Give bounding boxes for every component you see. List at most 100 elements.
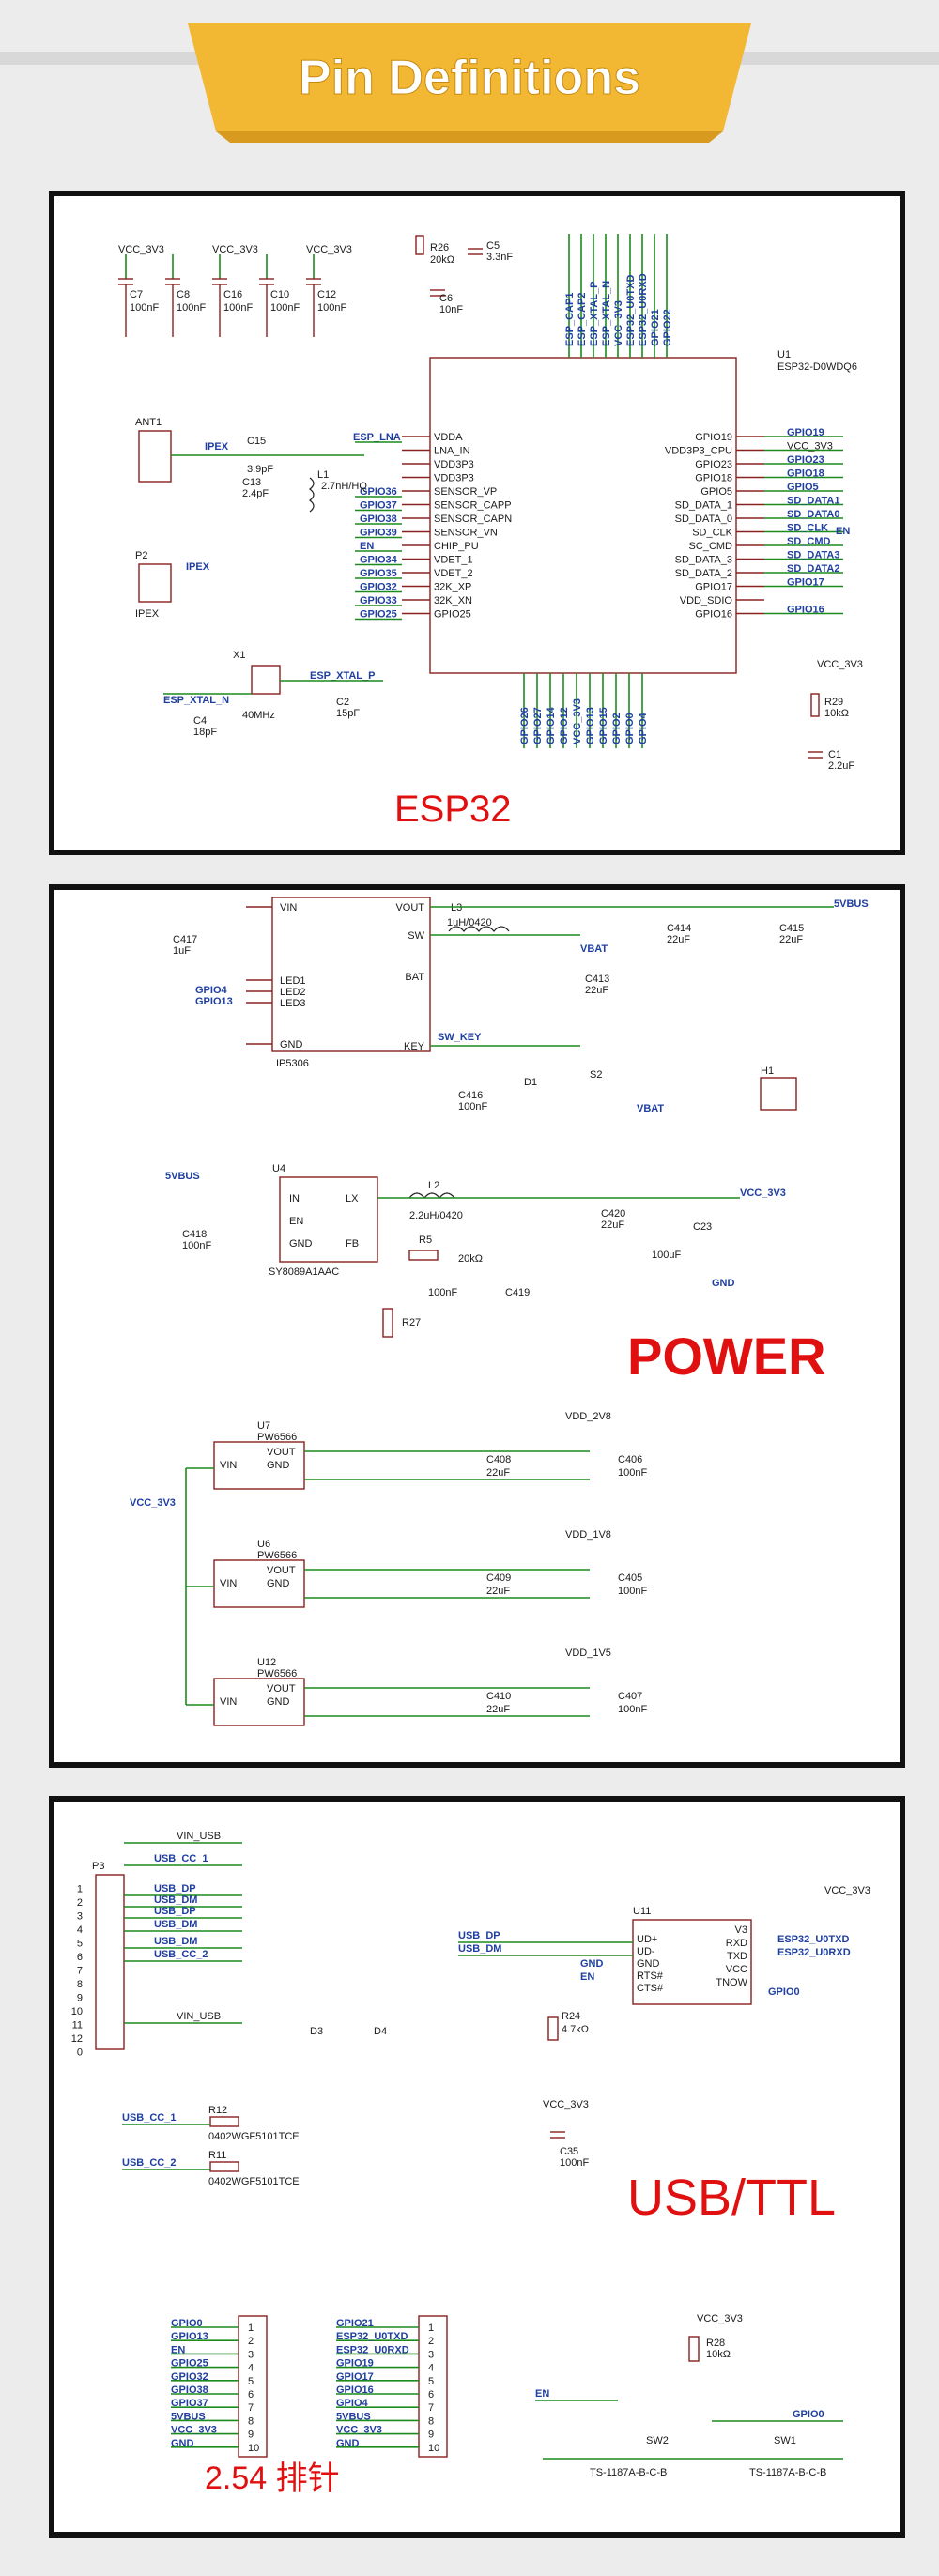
c13-value: 2.4pF	[242, 488, 269, 499]
ip5306-right-pin: VOUT	[395, 902, 424, 913]
ldo-c2-ref: C407	[618, 1691, 642, 1702]
u1-left-net: GPIO33	[360, 595, 397, 606]
header-pin-number: 9	[428, 2430, 434, 2441]
u1-right-pin: GPIO5	[700, 486, 732, 498]
u1-ref: U1	[777, 349, 791, 360]
s2-ref: S2	[590, 1069, 602, 1081]
r12-value: 0402WGF5101TCE	[208, 2131, 300, 2142]
c420-value: 22uF	[601, 1219, 624, 1231]
header-net: GPIO19	[336, 2358, 374, 2369]
u1-left-net: ESP_LNA	[353, 432, 401, 443]
c13-ref: C13	[242, 477, 261, 488]
u1-left-pin: VDET_2	[434, 568, 473, 579]
u1-right-pin: SC_CMD	[689, 541, 733, 552]
ip5306-left-pin: LED1	[280, 975, 306, 987]
ip5306-right-pin: BAT	[405, 972, 424, 983]
u4-pin-lx: LX	[346, 1193, 359, 1204]
c23-ref: C23	[693, 1221, 712, 1233]
cap-vcc: VCC_3V3	[212, 244, 258, 255]
p3-net: USB_DP	[154, 1906, 196, 1917]
title-banner: Pin Definitions	[0, 23, 939, 143]
ldo-ref: U6	[257, 1539, 270, 1550]
p3-net: USB_DP	[154, 1883, 196, 1894]
ldo-c2-ref: C405	[618, 1572, 642, 1584]
header-pin-number: 5	[428, 2376, 434, 2387]
ldo-c1-value: 22uF	[486, 1467, 510, 1479]
header-net: 5VBUS	[171, 2411, 206, 2422]
header-pin-number: 7	[248, 2402, 254, 2414]
u11-right-pin: TNOW	[716, 1977, 747, 1988]
r28-vcc: VCC_3V3	[697, 2313, 743, 2324]
u4-pin-gnd: GND	[289, 1238, 313, 1250]
u11-right-pin: VCC	[726, 1964, 747, 1975]
u1-left-pin: SENSOR_CAPN	[434, 514, 512, 525]
ip5306-right-pin: SW	[408, 930, 424, 942]
header-net: GPIO37	[171, 2398, 208, 2409]
header-net: GPIO17	[336, 2371, 374, 2383]
ldo-pin-gnd: GND	[267, 1578, 290, 1589]
u1-bottom-net: GPIO4	[638, 712, 649, 744]
cap-ref: C7	[130, 289, 143, 300]
u1-right-net: SD_CMD	[787, 536, 831, 547]
u1-left-pin: CHIP_PU	[434, 541, 479, 552]
u11-usb-dp: USB_DP	[458, 1930, 500, 1941]
esp32-section-label: ESP32	[394, 789, 512, 830]
header-net: VCC_3V3	[171, 2425, 217, 2436]
cap-vcc: VCC_3V3	[118, 244, 164, 255]
ldo-chip	[213, 1678, 305, 1726]
ldo-chip	[213, 1559, 305, 1608]
r28-value: 10kΩ	[706, 2349, 731, 2360]
power-gnd: GND	[712, 1278, 735, 1289]
ldo-pin-gnd: GND	[267, 1460, 290, 1471]
x1-ref: X1	[233, 650, 245, 661]
ldo-c2-value: 100nF	[618, 1586, 647, 1597]
cap-ref: C12	[317, 289, 336, 300]
c417-ref: C417	[173, 934, 197, 945]
sw1-ref: SW1	[774, 2435, 796, 2446]
ldo-c1-value: 22uF	[486, 1586, 510, 1597]
header-net: 5VBUS	[336, 2411, 371, 2422]
u1-right-net: SD_DATA2	[787, 563, 839, 575]
u11-left-pin: GND	[637, 1958, 660, 1970]
u4-pin-fb: FB	[346, 1238, 359, 1250]
u1-left-pin: SENSOR_CAPP	[434, 500, 512, 512]
r24-value: 4.7kΩ	[562, 2024, 589, 2035]
u1-right-net: SD_CLK	[787, 523, 828, 534]
header-pin-number: 6	[248, 2389, 254, 2400]
r12-ref: R12	[208, 2105, 227, 2116]
header-pin-number: 8	[428, 2415, 434, 2427]
u1-right-net: GPIO5	[787, 482, 819, 493]
c4-ref: C4	[193, 715, 207, 727]
c1-value: 2.2uF	[828, 760, 854, 772]
ldo-pin-vin: VIN	[220, 1696, 237, 1708]
u1-left-pin: VDDA	[434, 432, 463, 443]
u1-right-pin: GPIO19	[695, 432, 732, 443]
l3-ref: L3	[451, 902, 462, 913]
vbus-net: 5VBUS	[834, 898, 869, 910]
ldo-c1-value: 22uF	[486, 1704, 510, 1715]
header-pin-number: 1	[248, 2323, 254, 2334]
c413-value: 22uF	[585, 985, 608, 996]
header-pin-number: 9	[248, 2430, 254, 2441]
u11-gpio0: GPIO0	[768, 1986, 800, 1998]
cc2-net: USB_CC_2	[122, 2157, 176, 2169]
u11-left-pin: RTS#	[637, 1970, 664, 1982]
sw-key-net: SW_KEY	[438, 1032, 482, 1043]
c2-value: 15pF	[336, 708, 360, 719]
p3-pin-number: 11	[72, 2020, 83, 2032]
d4-ref: D4	[374, 2026, 387, 2037]
header-net: GPIO25	[171, 2358, 208, 2369]
header-pin-number: 5	[248, 2376, 254, 2387]
p3-net: VIN_USB	[177, 2011, 221, 2022]
c419-ref: C419	[505, 1287, 530, 1298]
ip5306-left-pin: LED2	[280, 987, 306, 998]
cap-ref: C16	[223, 289, 242, 300]
d3-ref: D3	[310, 2026, 323, 2037]
u1-left-pin: VDET_1	[434, 555, 473, 566]
ip-gpio4: GPIO4	[195, 985, 228, 996]
ldo-pin-vin: VIN	[220, 1578, 237, 1589]
page-title: Pin Definitions	[299, 51, 640, 105]
u1-top-net: ESP_XTAL_P	[589, 282, 600, 347]
header-net: GPIO21	[336, 2318, 374, 2329]
ldo-c1-ref: C408	[486, 1454, 511, 1465]
